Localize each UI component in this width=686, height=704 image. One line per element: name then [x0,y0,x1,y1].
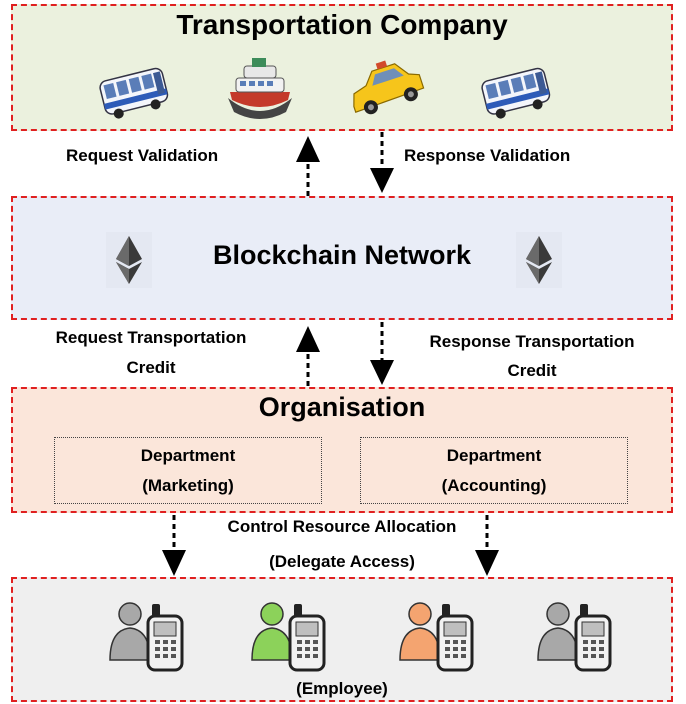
request-credit-label-line2: Credit [126,358,176,377]
employee-phone-icon [537,602,612,672]
response-credit-arrow [370,322,394,385]
blockchain-network-title: Blockchain Network [212,240,472,270]
department-accounting-line1: Department [446,445,542,465]
control-resource-label-line1: Control Resource Allocation [227,517,457,536]
bus-icon [99,67,169,119]
taxi-icon [353,60,425,115]
delegate-access-arrow-left [162,515,186,576]
response-credit-label-line2: Credit [507,361,557,380]
organisation-title: Organisation [258,392,426,422]
employee-phone-icon [251,602,326,672]
control-resource-label-line2: (Delegate Access) [269,552,415,571]
department-marketing-line1: Department [140,445,236,465]
response-credit-label-line1: Response Transportation [429,332,635,351]
employee-label: (Employee) [296,679,388,698]
ethereum-icon [516,232,562,288]
response-validation-arrow [370,132,394,193]
request-credit-arrow [296,326,320,386]
department-accounting-line2: (Accounting) [441,475,547,495]
department-marketing-box: Department (Marketing) [54,437,322,504]
department-accounting-box: Department (Accounting) [360,437,628,504]
response-validation-label: Response Validation [404,146,571,165]
request-validation-arrow [296,136,320,196]
request-credit-label-line1: Request Transportation [55,328,247,347]
employee-phone-icon [399,602,474,672]
department-marketing-line2: (Marketing) [142,475,234,495]
delegate-access-arrow-right [475,515,499,576]
employee-phone-icon [109,602,184,672]
ethereum-icon [106,232,152,288]
bus-icon [481,67,551,119]
request-validation-label: Request Validation [66,146,219,165]
transportation-company-title: Transportation Company [176,9,508,40]
ferry-icon [228,58,292,119]
